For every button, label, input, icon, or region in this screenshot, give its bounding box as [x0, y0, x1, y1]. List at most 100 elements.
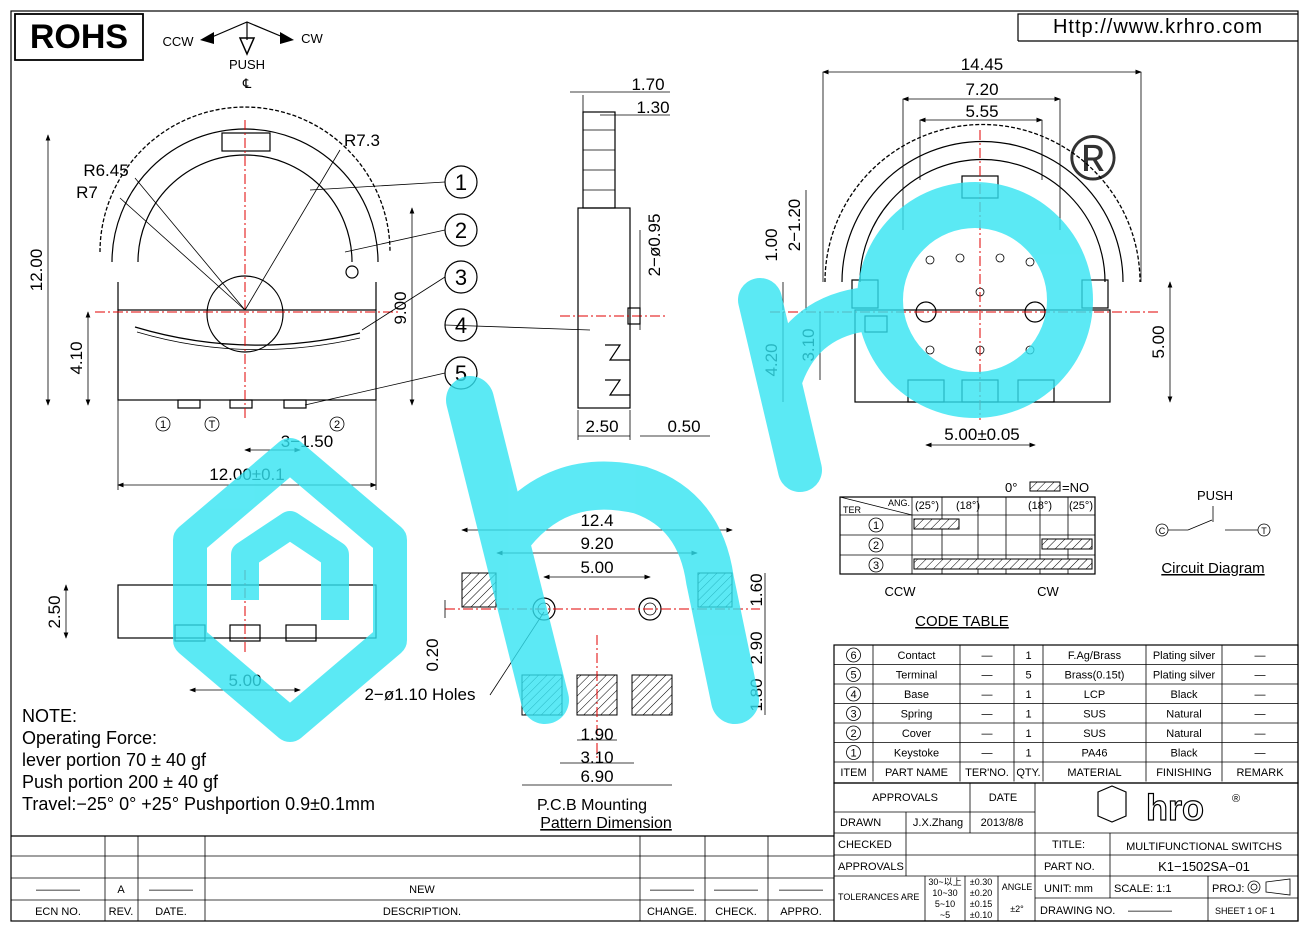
bom-header: MATERIAL — [1067, 767, 1121, 779]
rev-header-check: CHECK. — [715, 906, 757, 918]
bom-cell-finish: Black — [1171, 748, 1198, 760]
code-ter: TER — [843, 505, 862, 515]
code-table: 0° =NO ANG. TER (25°) (18°) (18°) (25°) … — [839, 480, 1096, 630]
bom-item-badge — [846, 647, 861, 663]
dim-h900: 9.00 — [391, 291, 410, 324]
bom-cell-finish: Plating silver — [1153, 670, 1216, 682]
bom-cell-item: 1 — [850, 748, 856, 760]
hro-logo-reg: ® — [1232, 793, 1240, 805]
tb-angle-tol: ±2° — [1010, 904, 1024, 914]
dim-pcb-w190: 1.90 — [580, 725, 613, 744]
rev-header-change: CHANGE. — [647, 906, 697, 918]
dim-h500: 5.00 — [1149, 325, 1168, 358]
tb-approvals: APPROVALS — [872, 792, 938, 804]
bom-header: FINISHING — [1156, 767, 1212, 779]
bom-cell-finish: Natural — [1166, 728, 1201, 740]
bom-cell-ter: — — [982, 709, 993, 721]
tb-drawing-no-val: ———— — [1128, 905, 1172, 917]
tb-drawn-by: J.X.Zhang — [913, 817, 963, 829]
dim-h410: 4.10 — [67, 341, 86, 374]
code-angle-3: (18°) — [1028, 500, 1052, 512]
code-on-1 — [913, 518, 960, 530]
note-line-5: Travel:−25° 0° +25° Pushportion 0.9±0.1m… — [22, 794, 375, 814]
hro-logo: hro ® — [1097, 785, 1240, 829]
code-zero: 0° — [1005, 480, 1017, 495]
bom-cell-qty: 1 — [1025, 728, 1031, 740]
bom-item-badge — [846, 686, 861, 702]
rev-header-rev: REV. — [109, 906, 134, 918]
bom-cell-item: 6 — [850, 650, 856, 662]
bom-cell-ter: — — [982, 728, 993, 740]
tb-date: DATE — [989, 792, 1018, 804]
bom-header: QTY. — [1016, 767, 1040, 779]
projection-symbol-icon — [1247, 878, 1291, 896]
bom-cell-finish: Plating silver — [1153, 650, 1216, 662]
code-on-3 — [913, 558, 1093, 570]
bom-header: REMARK — [1236, 767, 1284, 779]
tol-value-4: ±0.10 — [970, 910, 992, 920]
dim-d170: 1.70 — [631, 75, 664, 94]
bom-cell-item: 3 — [850, 709, 856, 721]
bom-cell-item: 5 — [850, 670, 856, 682]
notes: NOTE: Operating Force: lever portion 70 … — [22, 706, 375, 814]
ccw-arrow-icon — [200, 32, 214, 44]
rev-dash-3: ———— — [650, 884, 694, 896]
tb-sheet: SHEET 1 OF 1 — [1215, 906, 1275, 916]
dim-pitch-500: 5.00±0.05 — [944, 425, 1020, 444]
bom-cell-name: Base — [904, 689, 929, 701]
dim-pcb-holes: 2−ø1.10 Holes — [364, 685, 475, 704]
bom-cell-finish: Natural — [1166, 709, 1201, 721]
tol-range-1: 30~以上 — [928, 877, 961, 887]
code-row-2: 2 — [873, 540, 879, 552]
watermark-h-letter — [446, 376, 759, 724]
watermark-o-letter — [857, 182, 1093, 418]
code-row-3: 3 — [873, 560, 879, 572]
code-angle-2: (18°) — [956, 500, 980, 512]
website-text: Http://www.krhro.com — [1053, 16, 1263, 38]
dim-w555: 5.55 — [965, 102, 998, 121]
bom-cell-ter: — — [982, 748, 993, 760]
dim-pcb-w500: 5.00 — [580, 558, 613, 577]
bom-cell-material: SUS — [1083, 709, 1106, 721]
rotation-symbol: CCW CW PUSH ℄ — [162, 21, 324, 91]
balloon-2: 2 — [455, 218, 467, 243]
dim-bottom-h250: 2.50 — [45, 595, 64, 628]
tol-value-3: ±0.15 — [970, 899, 992, 909]
code-table-title: CODE TABLE — [915, 613, 1009, 630]
dim-pcb-w310: 3.10 — [580, 748, 613, 767]
tb-scale: SCALE: 1:1 — [1114, 883, 1171, 895]
bom-cell-finish: Black — [1171, 689, 1198, 701]
tb-approvals-2: APPROVALS — [838, 861, 904, 873]
bom-cell-item: 4 — [850, 689, 856, 701]
tb-title-label: TITLE: — [1052, 839, 1085, 851]
code-angle-1: (25°) — [915, 500, 939, 512]
bom-cell-item: 2 — [850, 728, 856, 740]
dim-r73: R7.3 — [344, 131, 380, 150]
rev-header-appro: APPRO. — [780, 906, 822, 918]
rev-header-desc: DESCRIPTION. — [383, 906, 461, 918]
tb-drawn: DRAWN — [840, 817, 881, 829]
circuit-push: PUSH — [1197, 488, 1233, 503]
code-no: =NO — [1062, 480, 1089, 495]
pcb-caption-1: P.C.B Mounting — [537, 797, 647, 814]
rev-dash-1: ———— — [36, 884, 80, 896]
bom-item-badge — [846, 667, 861, 682]
dim-w720: 7.20 — [965, 80, 998, 99]
bom-item-badge — [846, 745, 861, 760]
code-on-2 — [1041, 538, 1093, 550]
bom-cell-ter: — — [982, 650, 993, 662]
dim-h120: 2−1.20 — [785, 199, 804, 251]
tb-part-no: K1−1502SA−01 — [1158, 859, 1250, 874]
watermark-reg: ® — [1069, 122, 1116, 194]
tb-tolerances: TOLERANCES ARE — [838, 892, 919, 902]
ccw-label: CCW — [162, 34, 194, 49]
bom-header: ITEM — [840, 767, 866, 779]
bom-cell-qty: 5 — [1025, 670, 1031, 682]
code-row-1: 1 — [873, 520, 879, 532]
tb-angle: ANGLE — [1002, 882, 1033, 892]
tb-part-no-label: PART NO. — [1044, 861, 1095, 873]
bom-cell-qty: 1 — [1025, 709, 1031, 721]
rev-desc: NEW — [409, 884, 435, 896]
watermark-hex-icon — [173, 438, 407, 742]
